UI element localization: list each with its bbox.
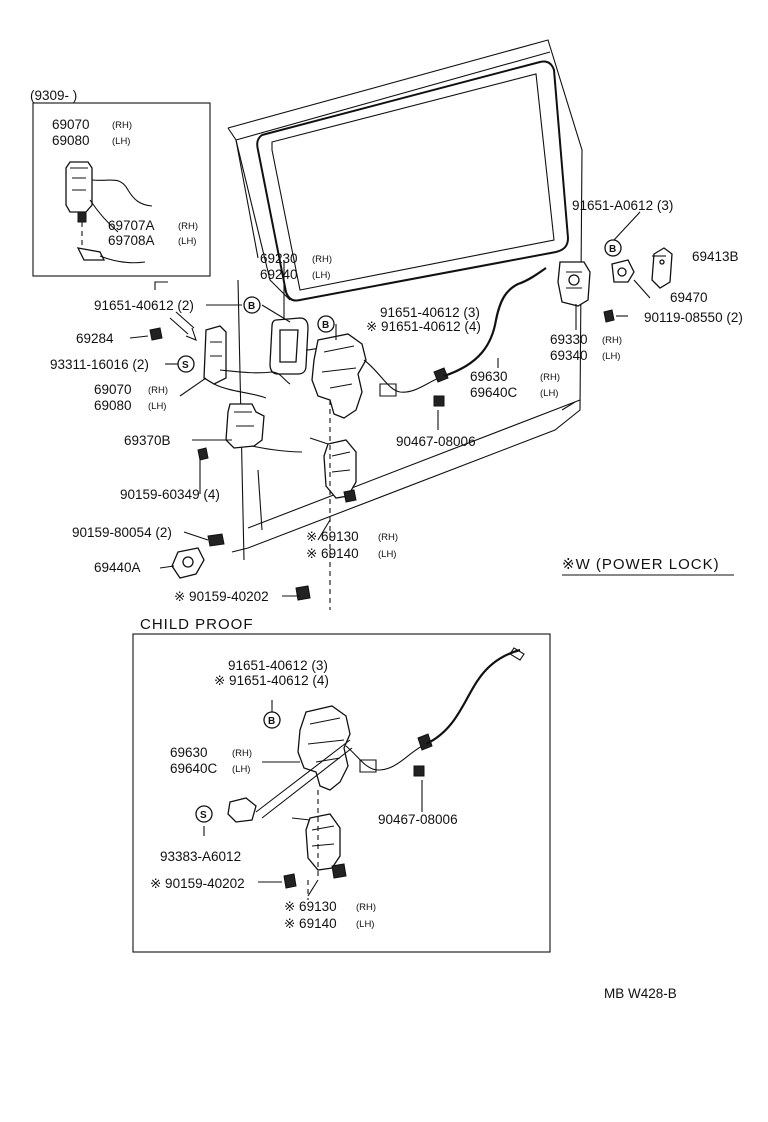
cp-circle-s: S: [195, 805, 213, 823]
svg-text:S: S: [182, 360, 189, 371]
cp-label-69640c-side: (LH): [232, 764, 250, 775]
svg-text:B: B: [322, 320, 329, 331]
cp-label-69640c: 69640C: [170, 761, 218, 776]
striker-69470: [611, 259, 635, 283]
label-69140: ※ 69140: [306, 546, 359, 561]
bolt-90119: [603, 309, 615, 323]
label-69080: 69080: [94, 398, 132, 413]
latch-69330: [557, 261, 591, 307]
leader-lines: [129, 211, 666, 597]
label-91651-40612-2: 91651-40612 (2): [94, 298, 194, 313]
label-inset-69707a-side: (RH): [178, 221, 198, 232]
label-69080-side: (LH): [148, 401, 166, 412]
inset-date-range: (9309- ): [30, 88, 77, 103]
label-69640c-side: (LH): [540, 388, 558, 399]
label-69230: 69230: [260, 251, 298, 266]
circle-b-main-left: B: [243, 296, 261, 314]
cp-cable: [425, 648, 521, 745]
cp-label-69630: 69630: [170, 745, 208, 760]
power-lock-note: ※W (POWER LOCK): [562, 556, 720, 573]
label-91651-40612-3: 91651-40612 (3): [380, 305, 480, 320]
inside-handle-69070: [149, 325, 291, 399]
label-69070: 69070: [94, 382, 132, 397]
cp-screw: [283, 873, 297, 889]
reference-code: MB W428-B: [604, 986, 677, 1001]
label-91651-40612-4: ※ 91651-40612 (4): [366, 319, 481, 334]
label-inset-69708a: 69708A: [108, 233, 155, 248]
label-inset-69070: 69070: [52, 117, 90, 132]
svg-text:S: S: [200, 810, 207, 821]
label-69340-side: (LH): [602, 351, 620, 362]
cp-lock-assembly: [297, 705, 433, 791]
circle-b-main-right: B: [604, 239, 622, 257]
label-69284: 69284: [76, 331, 114, 346]
label-69130-side: (RH): [378, 532, 398, 543]
cp-label-69130: ※ 69130: [284, 899, 337, 914]
label-69330-side: (RH): [602, 335, 622, 346]
cp-label-90159-40202: ※ 90159-40202: [150, 876, 245, 891]
label-69470: 69470: [670, 290, 708, 305]
cp-dashed-line: [307, 790, 319, 900]
cp-label-69630-side: (RH): [232, 748, 252, 759]
inside-lock-69370b: [197, 403, 303, 461]
label-69070-side: (RH): [148, 385, 168, 396]
label-69370b: 69370B: [124, 433, 171, 448]
label-inset-69708a-side: (LH): [178, 236, 196, 247]
cp-label-91651-40612-4: ※ 91651-40612 (4): [214, 673, 329, 688]
svg-text:B: B: [248, 301, 255, 312]
label-90159-60349: 90159-60349 (4): [120, 487, 220, 502]
label-69130: ※ 69130: [306, 529, 359, 544]
cp-label-69140: ※ 69140: [284, 916, 337, 931]
label-69140-side: (LH): [378, 549, 396, 560]
label-91651-a0612: 91651-A0612 (3): [572, 198, 673, 213]
label-69240-side: (LH): [312, 270, 330, 281]
child-proof-title: CHILD PROOF: [140, 616, 254, 633]
cover-69413b: [651, 247, 673, 289]
label-69640c: 69640C: [470, 385, 518, 400]
cp-label-93383-a6012: 93383-A6012: [160, 849, 241, 864]
label-90159-80054: 90159-80054 (2): [72, 525, 172, 540]
lock-actuator-69130: [309, 437, 357, 503]
cp-leader-lines: [203, 700, 423, 897]
circle-s-main: S: [177, 355, 195, 373]
cp-lever-93383: [227, 797, 257, 823]
lock-cable-69630: [443, 267, 547, 378]
label-69230-side: (RH): [312, 254, 332, 265]
label-90119-08550: 90119-08550 (2): [644, 310, 743, 325]
door-panel: [227, 39, 583, 561]
child-proof-box: [132, 633, 551, 953]
cp-label-69140-side: (LH): [356, 919, 374, 930]
label-inset-69080: 69080: [52, 133, 90, 148]
label-inset-69070-side: (RH): [112, 120, 132, 131]
label-69413b: 69413B: [692, 249, 739, 264]
cp-label-90467-08006: 90467-08006: [378, 812, 458, 827]
circle-b-main-center: B: [317, 315, 335, 333]
inset-arrow: [154, 281, 168, 290]
label-90159-40202: ※ 90159-40202: [174, 589, 269, 604]
inset-box-9309: (9309- ): [30, 88, 211, 277]
cp-circle-b: B: [263, 711, 281, 729]
label-inset-69707a: 69707A: [108, 218, 155, 233]
svg-text:B: B: [268, 716, 275, 727]
label-69240: 69240: [260, 267, 298, 282]
cp-actuator: [291, 813, 347, 879]
label-69630: 69630: [470, 369, 508, 384]
outside-handle-69230: [269, 317, 327, 375]
cp-label-91651-40612-3: 91651-40612 (3): [228, 658, 328, 673]
label-69440a: 69440A: [94, 560, 141, 575]
cp-cable-end: [509, 647, 525, 661]
svg-text:B: B: [609, 244, 616, 255]
cp-label-69130-side: (RH): [356, 902, 376, 913]
cp-rod: [255, 739, 351, 813]
label-69630-side: (RH): [540, 372, 560, 383]
label-93311-16016: 93311-16016 (2): [50, 357, 149, 372]
label-90467-08006: 90467-08006: [396, 434, 476, 449]
door-lock-assembly: [311, 333, 449, 419]
label-69340: 69340: [550, 348, 588, 363]
label-inset-69080-side: (LH): [112, 136, 130, 147]
label-69330: 69330: [550, 332, 588, 347]
